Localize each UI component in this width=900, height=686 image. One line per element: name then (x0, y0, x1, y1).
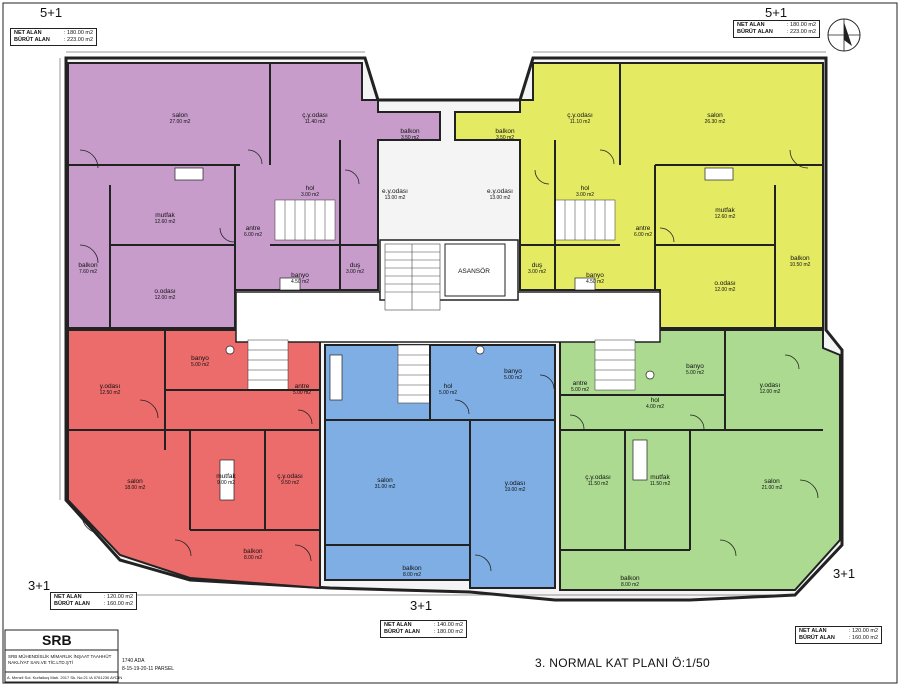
unit-type-mid-left: 3+1 (28, 578, 51, 593)
gross-area-label: BÜRÜT ALAN (737, 29, 773, 35)
area-box-top-right: NET ALAN : 180.00 m2 BÜRÜT ALAN : 223.00 m… (733, 20, 821, 38)
unit-top-right (454, 62, 824, 329)
net-area-value: : 120.00 m2 (104, 594, 134, 600)
elevator-shaft (444, 243, 506, 297)
gross-area-label: BÜRÜT ALAN (14, 37, 50, 43)
door-swings (79, 149, 819, 572)
area-box-bottom-center: NET ALAN : 140.00 m2 BÜRÜT ALAN : 180.00 m… (380, 620, 468, 638)
gross-area-value: : 160.00 m2 (849, 635, 879, 641)
net-area-value: : 180.00 m2 (64, 30, 94, 36)
net-area-label: NET ALAN (54, 594, 82, 600)
net-area-value: : 140.00 m2 (434, 622, 464, 628)
net-area-label: NET ALAN (14, 30, 42, 36)
dimension-lines (59, 51, 826, 596)
plan-title: 3. NORMAL KAT PLANI Ö:1/50 (535, 656, 710, 670)
gross-area-value: : 160.00 m2 (104, 601, 134, 607)
parsel-label: 8-15-19-20-11 PARSEL (122, 666, 175, 672)
elevator-label: ASANSÖR (458, 268, 490, 275)
core-circulation (235, 239, 661, 404)
area-box-bottom-left: NET ALAN : 120.00 m2 BÜRÜT ALAN : 160.00 m… (50, 592, 138, 610)
interior-walls (68, 63, 823, 588)
company-logo: SRB (42, 632, 72, 648)
title-block-frame (4, 629, 119, 683)
unit-type-mid-right: 3+1 (833, 566, 856, 581)
gross-area-value: : 223.00 m2 (787, 29, 817, 35)
area-box-bottom-right: NET ALAN : 120.00 m2 BÜRÜT ALAN : 160.00 m… (795, 626, 883, 644)
company-name: SRB MÜHENDİSLİK MİMARLIK İNŞAAT TAAHHÜT … (8, 654, 112, 665)
net-area-label: NET ALAN (799, 628, 827, 634)
unit-type-top-right: 5+1 (765, 5, 788, 20)
lower-stair (397, 344, 431, 404)
main-stair (384, 243, 441, 311)
net-area-value: : 180.00 m2 (787, 22, 817, 28)
gross-area-label: BÜRÜT ALAN (384, 629, 420, 635)
net-area-label: NET ALAN (384, 622, 412, 628)
unit-type-bottom-center: 3+1 (410, 598, 433, 613)
net-area-value: : 120.00 m2 (849, 628, 879, 634)
fixtures (174, 167, 734, 501)
gross-area-value: : 223.00 m2 (64, 37, 94, 43)
gross-area-label: BÜRÜT ALAN (799, 635, 835, 641)
gross-area-label: BÜRÜT ALAN (54, 601, 90, 607)
ada-label: 1740 ADA (122, 658, 145, 664)
north-arrow (827, 18, 861, 52)
gross-area-value: : 180.00 m2 (434, 629, 464, 635)
net-area-label: NET ALAN (737, 22, 765, 28)
unit-top-left (67, 62, 441, 329)
area-box-top-left: NET ALAN : 180.00 m2 BÜRÜT ALAN : 223.00 m… (10, 28, 98, 46)
internal-stairs (247, 199, 636, 391)
company-address: A. Menzil Sol. Kurfalkuş Mah. 2017 Sk. N… (7, 675, 123, 680)
unit-type-top-left: 5+1 (40, 5, 63, 20)
